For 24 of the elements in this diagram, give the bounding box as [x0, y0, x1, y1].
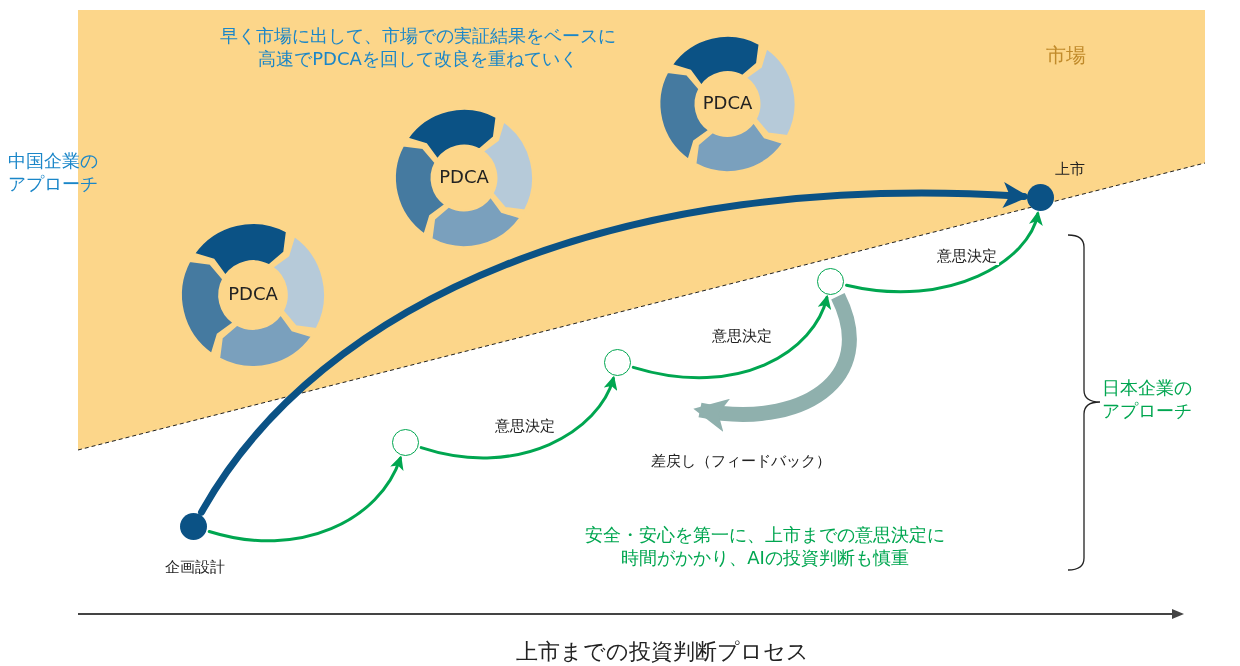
- node-caption: 企画設計: [164, 558, 226, 577]
- edge-label: 意思決定: [935, 247, 999, 265]
- cycle-label: PDCA: [438, 166, 490, 189]
- edge-label: 意思決定: [710, 327, 774, 345]
- headline-text: 早く市場に出して、市場での実証結果をベースに高速でPDCAを回して改良を重ねていく: [219, 25, 617, 70]
- step-circle: [604, 349, 631, 376]
- arrow: [845, 211, 1042, 294]
- arrow: [198, 182, 1030, 516]
- arrow: [631, 294, 830, 380]
- edge-label: 意思決定: [493, 417, 557, 435]
- market-label: 市場: [1046, 43, 1086, 68]
- step-circle: [392, 429, 419, 456]
- note-text: 安全・安心を第一に、上市までの意思決定に時間がかかり、AIの投資判断も慎重: [585, 524, 945, 569]
- axis-title: 上市までの投資判断プロセス: [514, 638, 810, 666]
- step-circle: [817, 268, 844, 295]
- feedback-arrow: [693, 293, 857, 431]
- approach-label: 中国企業のアプローチ: [8, 150, 99, 195]
- cycle-label: PDCA: [701, 92, 754, 115]
- approach-label: 日本企業のアプローチ: [1102, 377, 1193, 422]
- arrow: [419, 375, 617, 460]
- milestone-dot: [180, 513, 207, 540]
- cycle-label: PDCA: [227, 283, 279, 306]
- node-caption: 上市: [1054, 160, 1086, 179]
- arrow: [207, 455, 403, 543]
